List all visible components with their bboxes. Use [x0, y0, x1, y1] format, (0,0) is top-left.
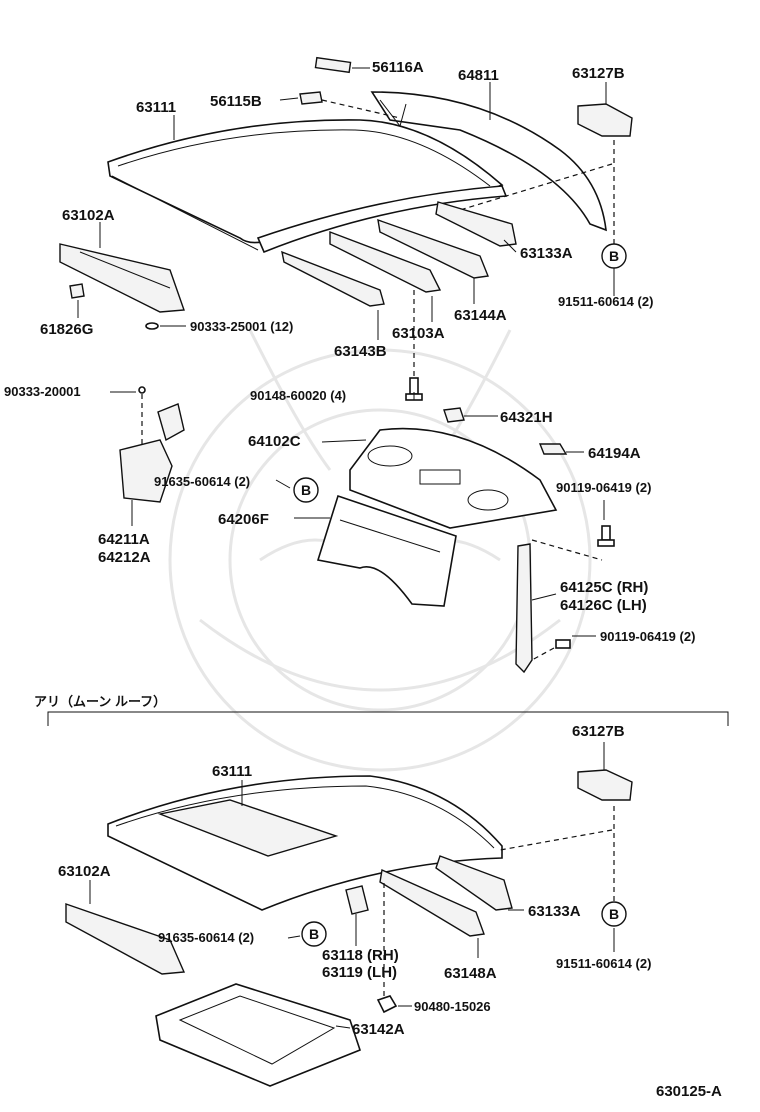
label-56116A: 56116A: [372, 59, 424, 76]
bracket-63127B: [577, 103, 633, 137]
member-63102A-lower: [65, 903, 186, 975]
label-64125C: 64125C (RH): [560, 579, 648, 596]
clip-63118: [345, 885, 369, 915]
ref-circle-lower-left: B: [301, 921, 327, 947]
leader-lines-lower: [89, 742, 615, 1029]
ref-circle-upper-left: B: [293, 477, 319, 503]
lower-section: [65, 769, 633, 1087]
label-64811: 64811: [458, 67, 499, 84]
label-63118: 63118 (RH): [322, 947, 399, 964]
roof-cross-members: [59, 201, 517, 313]
clip-64321H: [443, 407, 465, 423]
label-63133A: 63133A: [520, 245, 573, 262]
ref-letter: B: [609, 906, 619, 922]
upper-section: [59, 56, 633, 674]
label-90480-15026: 90480-15026: [414, 999, 491, 1014]
leader-lines-upper: [77, 67, 615, 637]
labels-lower: 63127B 63111 63102A 63133A 91635-60614 (…: [58, 723, 651, 1038]
label-64321H: 64321H: [500, 409, 553, 426]
brace-top: [157, 403, 185, 442]
package-tray-64102C: [349, 427, 558, 529]
label-63103A: 63103A: [392, 325, 445, 342]
label-90333-25001: 90333-25001 (12): [190, 319, 293, 334]
label-63111: 63111: [136, 99, 176, 116]
label-63148A: 63148A: [444, 965, 497, 982]
bracket-63127B-lower: [577, 769, 633, 801]
label-63102A: 63102A: [62, 207, 115, 224]
pad-64194A: [538, 443, 568, 455]
clip-90333-20001: [138, 386, 146, 394]
label-90119-06419-upper: 90119-06419 (2): [556, 480, 651, 495]
label-90333-20001: 90333-20001: [4, 384, 81, 399]
figure-code: 630125-A: [656, 1083, 722, 1100]
label-63127B-lower: 63127B: [572, 723, 625, 740]
ref-letter: B: [301, 482, 311, 498]
label-90119-06419-lower: 90119-06419 (2): [600, 629, 695, 644]
label-63127B: 63127B: [572, 65, 625, 82]
nut-90480: [376, 880, 398, 1014]
label-91635-60614-lower: 91635-60614 (2): [158, 930, 254, 945]
label-64211A: 64211A: [98, 531, 150, 548]
label-63102A-lower: 63102A: [58, 863, 111, 880]
label-64212A: 64212A: [98, 549, 151, 566]
label-91511-60614: 91511-60614 (2): [558, 294, 653, 309]
label-63119: 63119 (LH): [322, 964, 397, 981]
rail-63148A: [379, 868, 485, 937]
label-61826G: 61826G: [40, 321, 93, 338]
label-63143B: 63143B: [334, 343, 387, 360]
label-64206F: 64206F: [218, 511, 269, 528]
moonroof-heading: アリ（ムーン ルーフ）: [34, 694, 166, 709]
bolt-90119-lower: [531, 639, 571, 661]
bolt-90148: [405, 288, 423, 401]
labels-upper: 56116A 56115B 64811 63127B 63111 63102A …: [4, 59, 695, 644]
clip-56115B: [299, 91, 323, 105]
lower-section-bracket: アリ（ムーン ルーフ）: [34, 694, 729, 726]
rail-63133A: [435, 855, 513, 911]
label-64102C: 64102C: [248, 433, 301, 450]
label-64126C: 64126C (LH): [560, 597, 647, 614]
label-56115B: 56115B: [210, 93, 262, 110]
clip-90333-25001: [145, 322, 159, 330]
label-90148-60020: 90148-60020 (4): [250, 388, 346, 403]
bolt-90119-upper: [597, 525, 615, 547]
label-91511-60614-lower: 91511-60614 (2): [556, 956, 651, 971]
ref-circle-upper-right: B: [601, 243, 627, 269]
sunroof-housing-63142A: [155, 983, 361, 1087]
label-64194A: 64194A: [588, 445, 641, 462]
ref-letter: B: [309, 926, 319, 942]
ref-letter: B: [609, 248, 619, 264]
roof-panel-64811: [370, 91, 607, 232]
label-63111-lower: 63111: [212, 763, 252, 780]
brace-64211A: [119, 439, 173, 503]
ref-circle-lower-right: B: [601, 901, 627, 927]
label-63133A-lower: 63133A: [528, 903, 581, 920]
label-63142A: 63142A: [352, 1021, 405, 1038]
back-panel-64206F: [316, 494, 457, 607]
hinge-64125C: [515, 543, 533, 674]
label-91635-60614: 91635-60614 (2): [154, 474, 250, 489]
pad-61826G: [69, 283, 85, 299]
roof-panel-63111-moonroof: [107, 775, 503, 911]
label-63144A: 63144A: [454, 307, 507, 324]
clip-56116A: [314, 56, 352, 74]
